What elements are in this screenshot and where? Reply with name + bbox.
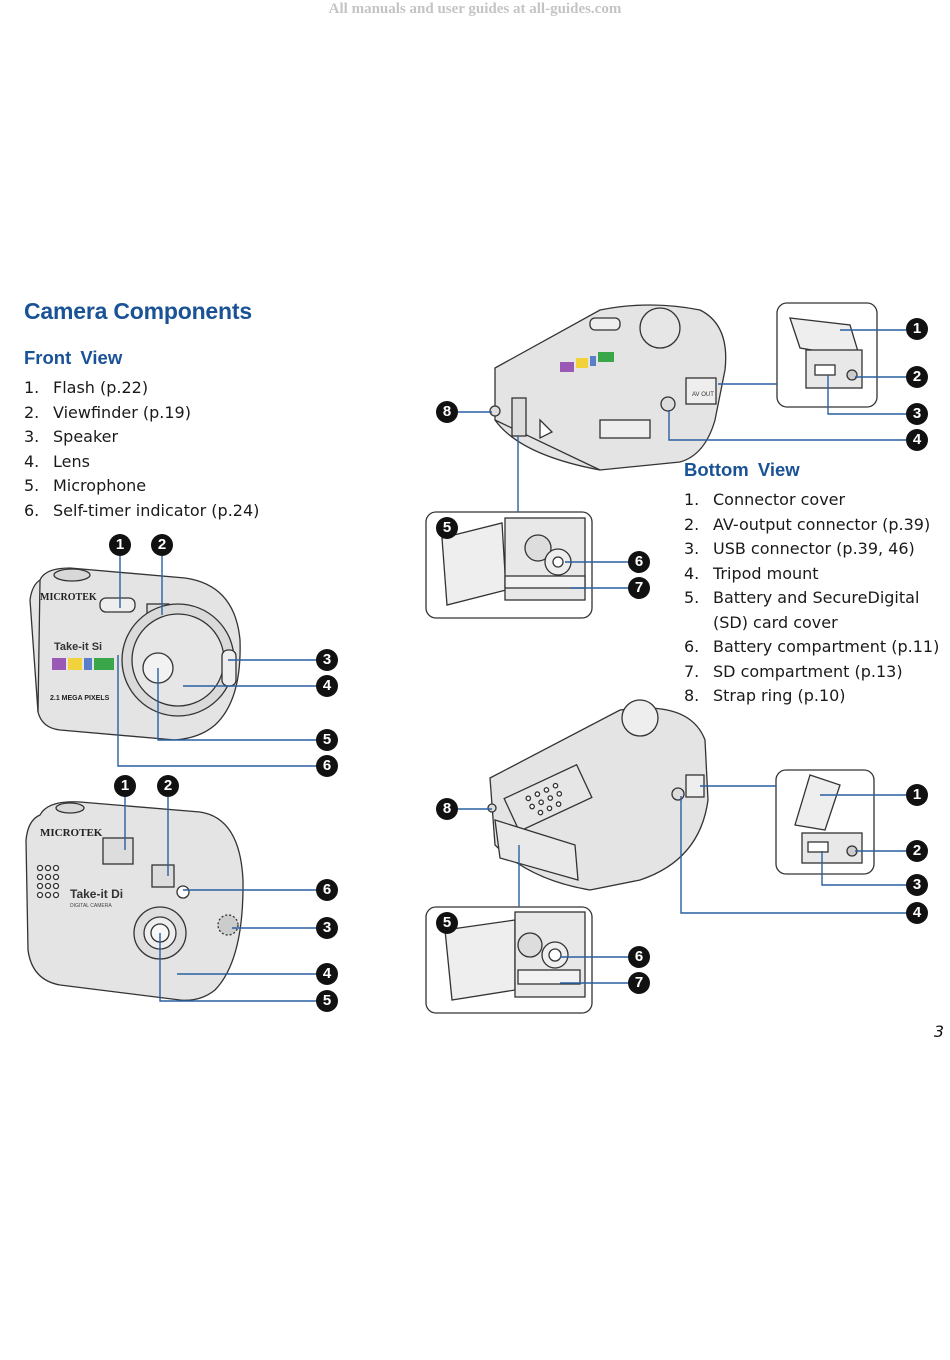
item-text: USB connector (p.39, 46) xyxy=(713,539,915,558)
item-number: 6. xyxy=(684,637,700,656)
item-text: AV-output connector (p.39) xyxy=(713,514,931,534)
callout-badge: 1 xyxy=(109,534,131,556)
callout-badge: 5 xyxy=(436,517,458,539)
item-number: 5. xyxy=(24,476,40,495)
list-item: 4. Tripod mount xyxy=(684,562,939,587)
callout-badge: 1 xyxy=(906,318,928,340)
watermark: All manuals and user guides at all-guide… xyxy=(328,1,622,17)
port-label: AV OUT xyxy=(692,392,714,398)
list-item: 6. Battery compartment (p.11) xyxy=(684,635,939,660)
callout-badge: 2 xyxy=(157,775,179,797)
page-number: 3 xyxy=(933,1022,944,1041)
callout-badge: 6 xyxy=(628,551,650,573)
item-number: 2. xyxy=(684,514,700,534)
list-item: 2. Viewfinder (p.19) xyxy=(24,401,259,426)
list-item: 2. AV-output connector (p.39) xyxy=(684,513,939,538)
item-number: 8. xyxy=(684,686,700,705)
list-item: 6. Self-timer indicator (p.24) xyxy=(24,499,259,524)
callout-badge: 3 xyxy=(316,649,338,671)
list-item: 4. Lens xyxy=(24,450,259,475)
item-number: 1. xyxy=(24,378,40,397)
camera-front-si-illustration: MICROTEK Take-it Si 2.1 MEGA PIXELS xyxy=(29,567,241,741)
brand-label: MICROTEK xyxy=(40,827,103,839)
callout-badge: 4 xyxy=(316,675,338,697)
item-number: 4. xyxy=(684,563,700,583)
callout-badge: 2 xyxy=(906,840,928,862)
bottom-view-list: 1. Connector cover 2. AV-output connector … xyxy=(684,488,939,709)
list-item: 8. Strap ring (p.10) xyxy=(684,684,939,709)
model-label: Take-it Di xyxy=(70,887,123,901)
megapixel-label: 2.1 MEGA PIXELS xyxy=(50,695,110,702)
list-item: 5. Microphone xyxy=(24,474,259,499)
item-number: 6. xyxy=(24,500,40,520)
list-item: 1. Connector cover xyxy=(684,488,939,513)
item-text: Battery compartment (p.11) xyxy=(713,637,940,656)
list-item: 3. Speaker xyxy=(24,425,259,450)
camera-front-di-illustration: MICROTEK Take-it Di DIGITAL CAMERA xyxy=(25,801,244,1001)
item-text: Battery and SecureDigital (SD) card cove… xyxy=(713,588,920,632)
page-title: Camera Components xyxy=(24,298,252,324)
item-number: 5. xyxy=(684,588,700,607)
callout-badge: 6 xyxy=(316,755,338,777)
item-number: 1. xyxy=(684,490,700,509)
callout-badge: 7 xyxy=(628,577,650,599)
bottom-view-heading: Bottom View xyxy=(684,459,800,480)
item-number: 7. xyxy=(684,661,700,681)
item-text: Tripod mount xyxy=(713,563,819,583)
item-number: 2. xyxy=(24,402,40,422)
callout-badge: 3 xyxy=(906,874,928,896)
item-text: Connector cover xyxy=(713,490,846,509)
callout-badge: 5 xyxy=(436,912,458,934)
callout-badge: 4 xyxy=(316,963,338,985)
callout-badge: 8 xyxy=(436,401,458,423)
callout-badge: 5 xyxy=(316,990,338,1012)
camera-bottom-si-illustration: AV OUT xyxy=(489,304,727,471)
item-text: Lens xyxy=(53,451,90,471)
list-item: 1. Flash (p.22) xyxy=(24,376,259,401)
callout-badge: 2 xyxy=(906,366,928,388)
list-item: 5. Battery and SecureDigital (SD) card co… xyxy=(684,586,939,635)
callout-badge: 3 xyxy=(906,403,928,425)
callout-badge: 1 xyxy=(906,784,928,806)
brand-label: MICROTEK xyxy=(40,592,97,603)
item-text: Microphone xyxy=(53,476,147,495)
callout-badge: 8 xyxy=(436,798,458,820)
item-text: Viewfinder (p.19) xyxy=(53,402,191,422)
callout-badge: 6 xyxy=(316,879,338,901)
list-item: 7. SD compartment (p.13) xyxy=(684,660,939,685)
camera-bottom-di-illustration xyxy=(487,699,709,891)
list-item: 3. USB connector (p.39, 46) xyxy=(684,537,939,562)
subtitle-label: DIGITAL CAMERA xyxy=(70,903,112,909)
callout-badge: 3 xyxy=(316,917,338,939)
front-view-list: 1. Flash (p.22) 2. Viewfinder (p.19) 3. Spe… xyxy=(24,376,259,523)
callout-badge: 6 xyxy=(628,946,650,968)
callout-badge: 4 xyxy=(906,902,928,924)
callout-badge: 2 xyxy=(151,534,173,556)
item-text: Speaker xyxy=(53,427,119,446)
callout-badge: 5 xyxy=(316,729,338,751)
item-text: Flash (p.22) xyxy=(53,378,149,397)
item-text: SD compartment (p.13) xyxy=(713,661,903,681)
item-number: 4. xyxy=(24,451,40,471)
model-label: Take-it Si xyxy=(54,641,102,653)
callout-badge: 1 xyxy=(114,775,136,797)
callout-badge: 4 xyxy=(906,429,928,451)
item-number: 3. xyxy=(24,427,40,446)
callout-lines xyxy=(117,329,906,1002)
item-text: Strap ring (p.10) xyxy=(713,686,846,705)
callout-badge: 7 xyxy=(628,972,650,994)
item-text: Self-timer indicator (p.24) xyxy=(53,500,260,520)
item-number: 3. xyxy=(684,539,700,558)
front-view-heading: Front View xyxy=(24,347,123,368)
